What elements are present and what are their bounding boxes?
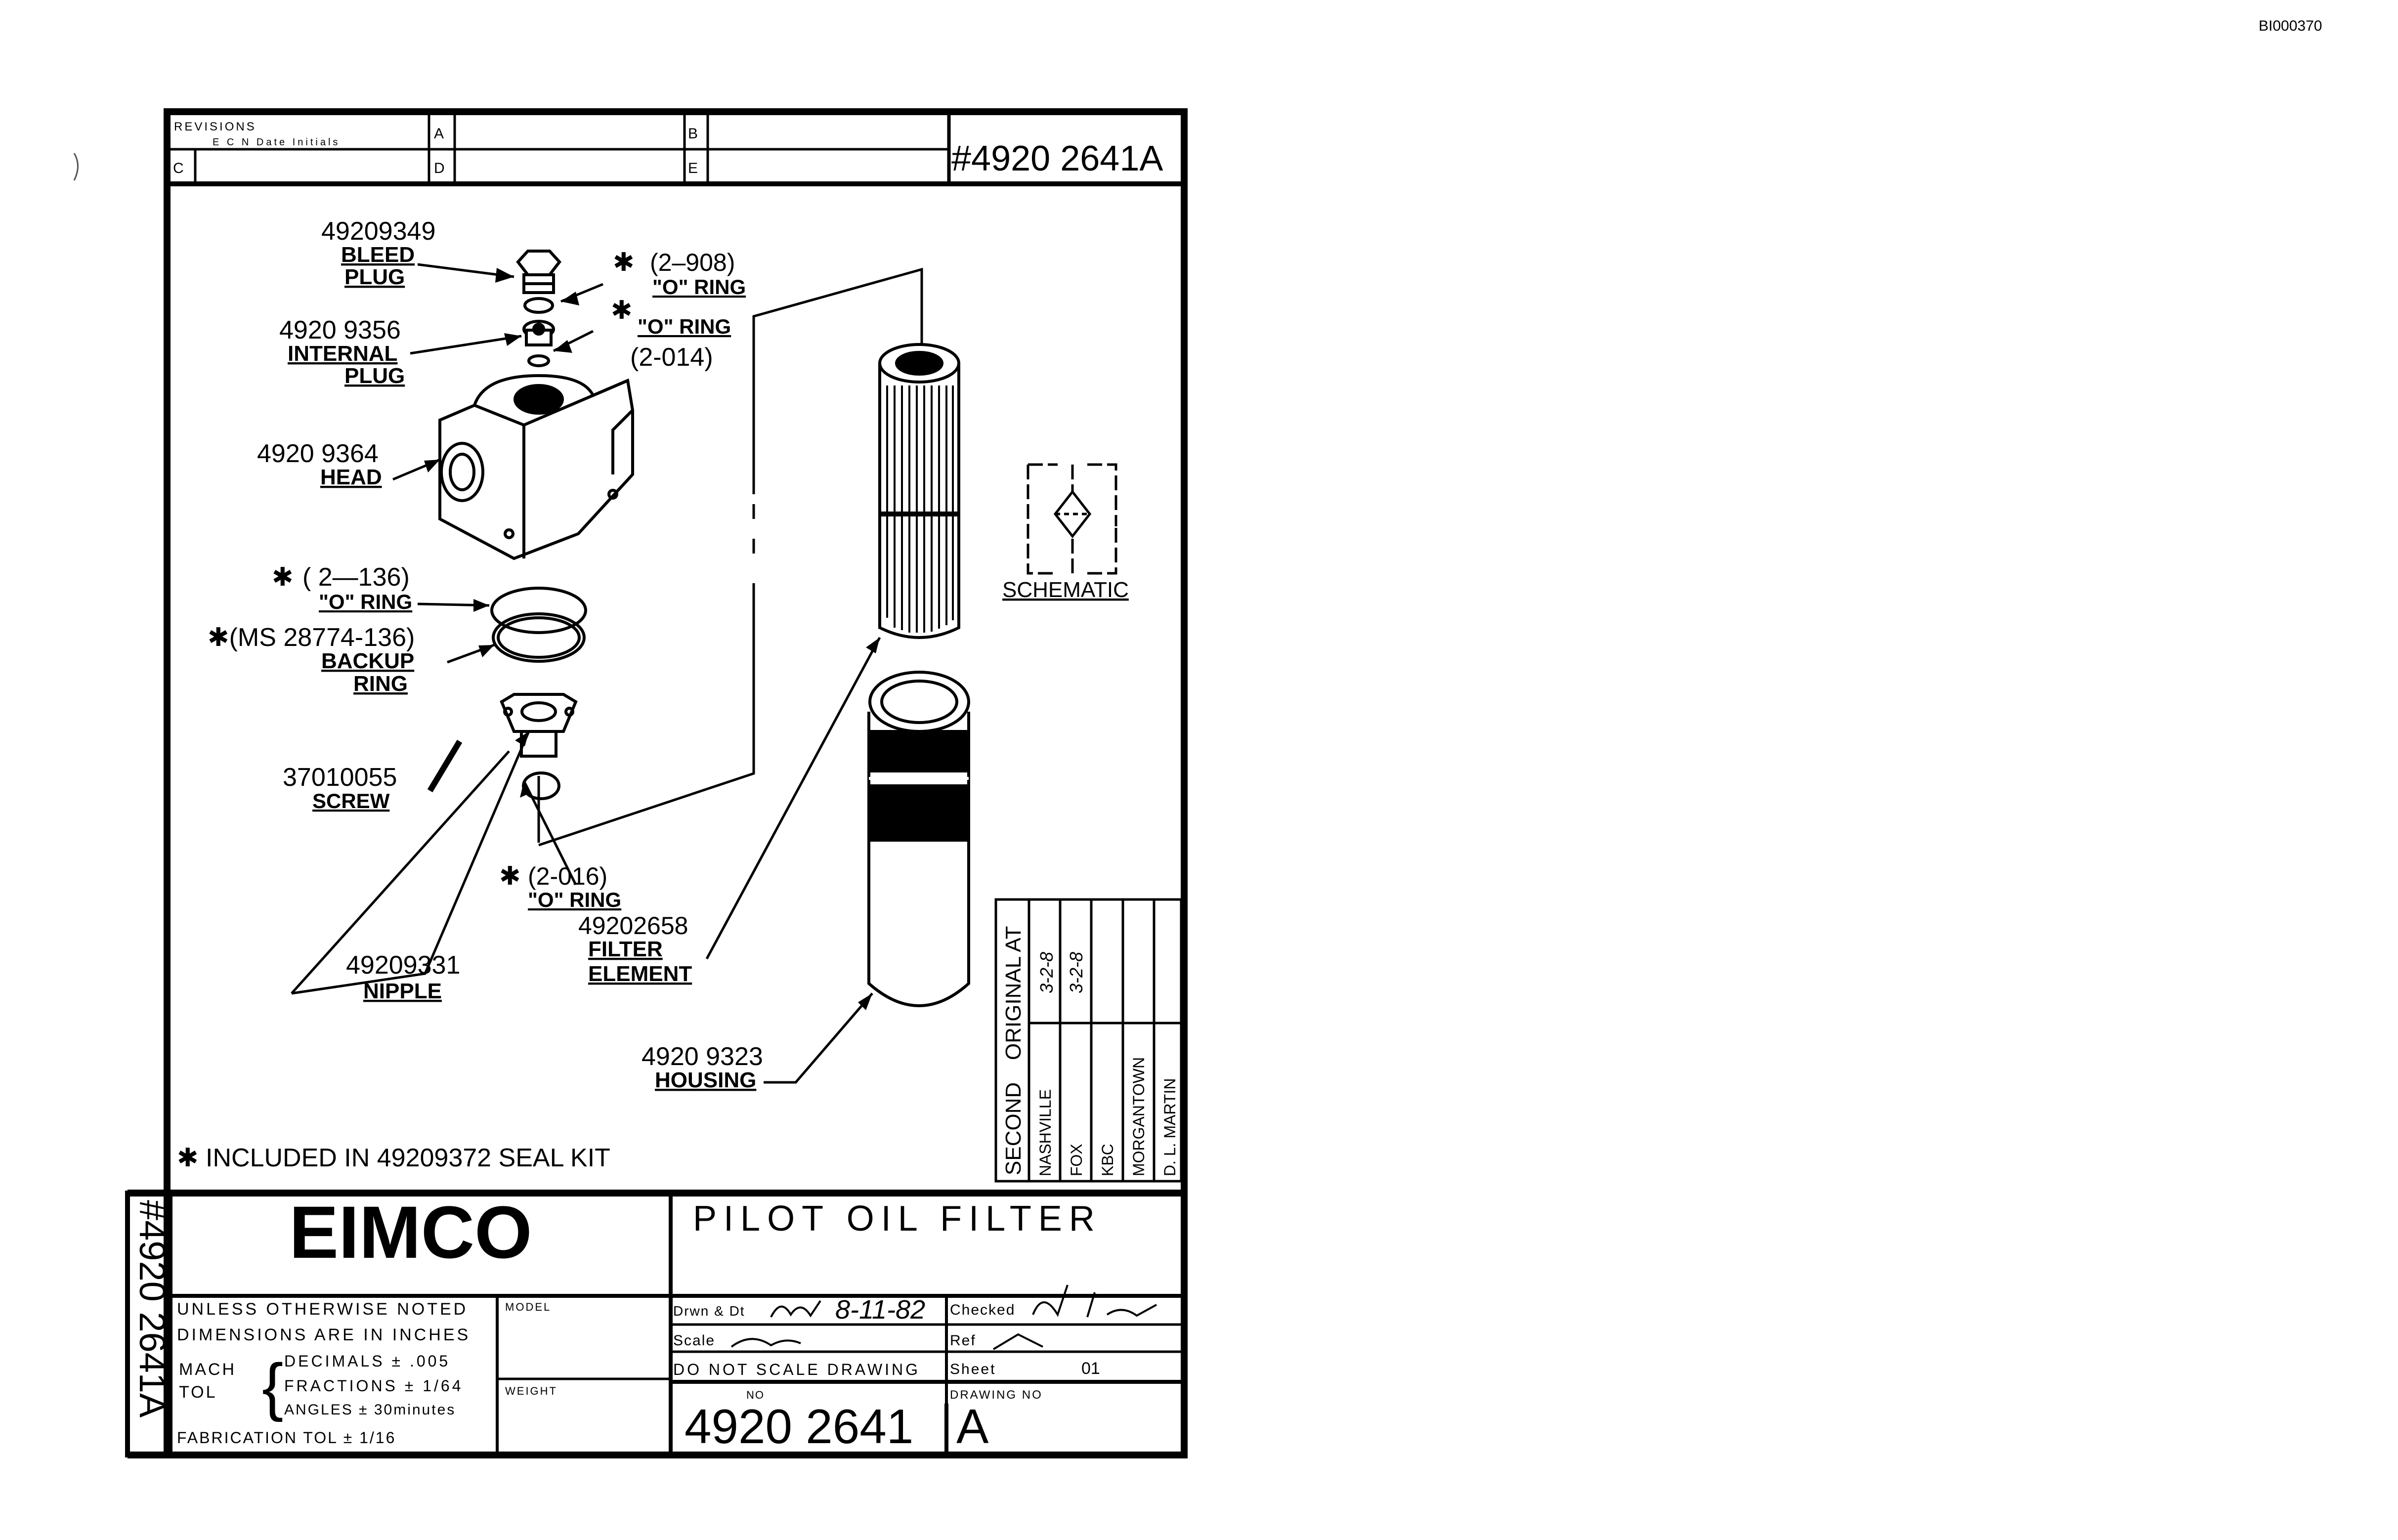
tol-angles: ANGLES ± 30minutes: [284, 1402, 456, 1418]
bleed-plug-number: 49209349: [321, 217, 435, 246]
o-ring-016-code: (2-016): [528, 862, 607, 890]
weight-label: WEIGHT: [505, 1385, 557, 1397]
drawn-label: Drwn & Dt: [673, 1303, 745, 1319]
location-dl-martin: D. L. MARTIN: [1161, 1078, 1179, 1176]
housing-part: [867, 671, 970, 1007]
head-number: 4920 9364: [257, 439, 379, 468]
drawing-no-label: DRAWING NO: [950, 1388, 1043, 1402]
scale-label: Scale: [673, 1332, 715, 1349]
o-ring-908-name: "O" RING: [652, 275, 746, 299]
schematic-label: SCHEMATIC: [1002, 578, 1129, 602]
part-labels: 49209349 BLEED PLUG ✱ (2–908) "O" RING 4…: [208, 217, 763, 1092]
tol-fabrication: FABRICATION TOL ± 1/16: [177, 1429, 396, 1447]
date-1: 3-2-8: [1036, 952, 1057, 993]
internal-plug-name-2: PLUG: [344, 364, 405, 388]
tol-brace: {: [262, 1350, 283, 1422]
location-morgantown: MORGANTOWN: [1130, 1057, 1148, 1176]
screw-number: 37010055: [283, 763, 397, 792]
sheet-value: 01: [1081, 1359, 1100, 1378]
second-label: SECOND: [1001, 1082, 1026, 1175]
block-letter-d: D: [434, 160, 445, 176]
ref-label: Ref: [950, 1332, 976, 1349]
location-fox: FOX: [1068, 1144, 1085, 1176]
nipple-name: NIPPLE: [363, 979, 442, 1003]
model-label: MODEL: [505, 1301, 551, 1313]
original-at-label: ORIGINAL AT: [1001, 926, 1026, 1060]
location-nashville: NASHVILLE: [1036, 1089, 1054, 1176]
drawing-number: 4920 2641: [685, 1399, 913, 1454]
ecn-label: E C N Date Initials: [213, 137, 340, 148]
drawn-value: 8-11-82: [835, 1295, 925, 1325]
signature-marks: [730, 1284, 1157, 1350]
nipple-number: 49209331: [346, 951, 460, 980]
drawing-title: PILOT OIL FILTER: [693, 1199, 1102, 1239]
date-2: 3-2-8: [1066, 952, 1086, 993]
head-name: HEAD: [320, 465, 382, 489]
checked-label: Checked: [950, 1302, 1015, 1318]
page-id: BI000370: [2259, 18, 2322, 34]
o-ring-136-marker: ✱: [272, 563, 294, 592]
filter-element-name-2: ELEMENT: [588, 962, 692, 986]
margin-mark: [73, 153, 79, 181]
tol-fractions: FRACTIONS ± 1/64: [284, 1377, 464, 1395]
leader-lines: [291, 263, 881, 1084]
distribution-table: [994, 898, 1183, 1183]
tol-mach: MACH: [179, 1360, 236, 1379]
internal-plug-name-1: INTERNAL: [288, 342, 397, 366]
revision-block: REVISIONS E C N Date Initials A B C D E …: [167, 112, 1184, 186]
do-not-scale-label: DO NOT SCALE DRAWING: [673, 1361, 920, 1378]
block-letter-c: C: [173, 160, 184, 176]
o-ring-136-code: ( 2—136): [302, 563, 410, 592]
housing-name: HOUSING: [655, 1068, 756, 1092]
filter-element-part: [878, 343, 960, 639]
filter-element-name-1: FILTER: [588, 937, 663, 961]
distribution-labels: SECOND ORIGINAL AT NASHVILLE FOX KBC MOR…: [1001, 926, 1179, 1176]
location-kbc: KBC: [1099, 1144, 1116, 1176]
o-ring-136-name: "O" RING: [319, 590, 412, 613]
tol-line1: UNLESS OTHERWISE NOTED: [177, 1300, 468, 1319]
drawing-revision: A: [956, 1399, 989, 1454]
no-label: NO: [746, 1389, 765, 1401]
o-ring-908-marker: ✱: [613, 248, 635, 277]
internal-plug-number: 4920 9356: [279, 316, 401, 344]
exploded-view: [427, 250, 970, 1007]
o-ring-016-marker: ✱: [499, 862, 521, 891]
backup-ring-name-2: RING: [353, 672, 408, 696]
tol-decimals: DECIMALS ± .005: [284, 1352, 450, 1370]
block-letter-a: A: [434, 126, 444, 142]
head-part: [438, 374, 634, 560]
block-letter-e: E: [688, 160, 698, 176]
revisions-label: REVISIONS: [174, 120, 257, 133]
housing-number: 4920 9323: [642, 1042, 763, 1071]
tol-tol: TOL: [179, 1383, 217, 1402]
leader-arrowheads: [424, 268, 880, 1010]
o-ring-014-marker: ✱: [611, 296, 633, 325]
backup-ring-name-1: BACKUP: [321, 649, 414, 673]
o-ring-014-code: (2-014): [630, 343, 713, 372]
assembly-path-line: [538, 267, 923, 847]
backup-ring-code: ✱(MS 28774-136): [208, 623, 415, 652]
company-logo: EIMCO: [289, 1191, 532, 1274]
o-ring-908-code: (2–908): [650, 249, 735, 276]
sheet-label: Sheet: [950, 1361, 996, 1377]
seal-kit-note: ✱ INCLUDED IN 49209372 SEAL KIT: [177, 1144, 610, 1172]
bleed-plug-name-1: BLEED: [341, 243, 415, 267]
bleed-plug-part: [516, 250, 561, 294]
side-drawing-number: #4920 2641A: [132, 1200, 173, 1418]
nipple-part: [500, 693, 578, 758]
screw-name: SCREW: [312, 789, 390, 813]
block-letter-b: B: [688, 126, 698, 142]
tol-line2: DIMENSIONS ARE IN INCHES: [177, 1326, 471, 1344]
filter-element-number: 49202658: [578, 912, 688, 940]
bleed-plug-name-2: PLUG: [344, 265, 405, 289]
tolerance-notes: UNLESS OTHERWISE NOTED DIMENSIONS ARE IN…: [177, 1300, 471, 1447]
o-ring-016-name: "O" RING: [528, 888, 621, 911]
drawing-number-top: #4920 2641A: [951, 139, 1163, 178]
internal-plug-part: [522, 320, 555, 346]
schematic-symbol: [1027, 463, 1117, 575]
o-ring-014-name: "O" RING: [638, 315, 731, 338]
